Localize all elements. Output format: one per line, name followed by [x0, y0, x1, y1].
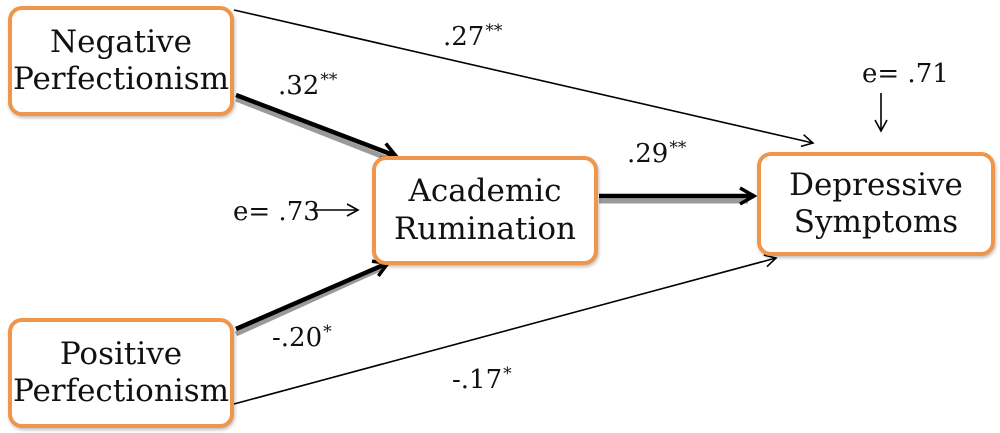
- coefficient-neg-to-dep: .27**: [443, 21, 503, 52]
- node-label-line: Rumination: [393, 210, 577, 247]
- node-depressive-symptoms: Depressive Symptoms: [757, 152, 995, 256]
- coefficient-neg-to-rum: .32**: [278, 70, 338, 101]
- node-label-line: Academic: [408, 173, 562, 210]
- node-positive-perfectionism: Positive Perfectionism: [8, 318, 234, 428]
- arrow-shadow-pos-to-rum: [234, 265, 384, 337]
- arrow-pos-to-rum: [235, 259, 392, 332]
- arrow-shadow-neg-to-rum: [235, 96, 395, 164]
- coefficient-pos-to-dep: -.17*: [452, 364, 512, 395]
- node-negative-perfectionism: Negative Perfectionism: [8, 6, 234, 116]
- arrow-neg-to-rum: [235, 92, 400, 161]
- coefficient-pos-to-rum: -.20*: [272, 322, 332, 353]
- node-label-line: Depressive: [789, 166, 963, 203]
- node-label-line: Positive: [59, 335, 183, 372]
- node-label-line: Negative: [49, 23, 193, 60]
- error-term-depressive: e= .71: [862, 59, 949, 89]
- node-label-line: Perfectionism: [12, 373, 230, 409]
- arrow-neg-to-dep: [233, 9, 815, 148]
- error-term-rumination: e= .73: [233, 197, 320, 227]
- arrow-pos-to-dep: [233, 254, 778, 405]
- node-label-line: Perfectionism: [12, 61, 230, 97]
- coefficient-rum-to-dep: .29**: [627, 138, 687, 169]
- node-academic-rumination: Academic Rumination: [372, 156, 598, 265]
- node-label-line: Symptoms: [793, 204, 959, 240]
